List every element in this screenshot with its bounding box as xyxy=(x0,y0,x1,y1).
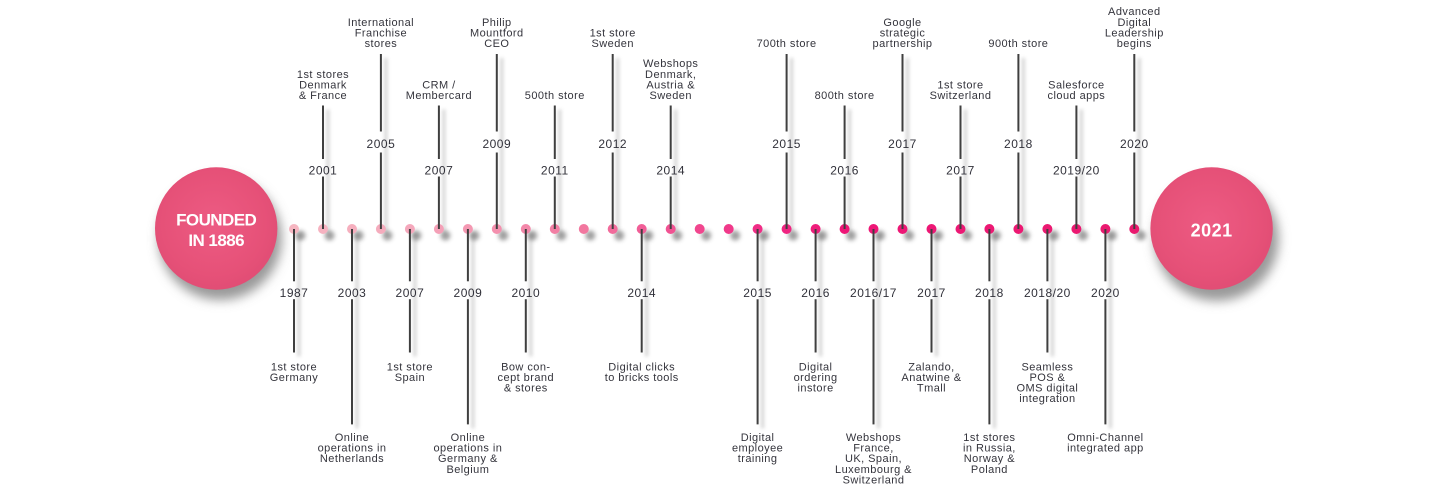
svg-text:2014: 2014 xyxy=(656,163,685,177)
svg-text:Bow con-cept brand& stores: Bow con-cept brand& stores xyxy=(498,361,554,394)
svg-text:700th store: 700th store xyxy=(757,38,817,50)
svg-text:800th store: 800th store xyxy=(815,90,875,102)
svg-text:FOUNDED: FOUNDED xyxy=(176,211,256,230)
svg-text:2016/17: 2016/17 xyxy=(850,286,897,300)
svg-text:2019/20: 2019/20 xyxy=(1053,163,1100,177)
svg-text:2005: 2005 xyxy=(367,137,396,151)
svg-text:Zalando,Anatwine &Tmall: Zalando,Anatwine &Tmall xyxy=(901,361,961,394)
svg-text:2015: 2015 xyxy=(772,137,801,151)
svg-text:2020: 2020 xyxy=(1091,286,1120,300)
svg-text:2001: 2001 xyxy=(309,163,338,177)
svg-text:2009: 2009 xyxy=(482,137,511,151)
svg-text:IN 1886: IN 1886 xyxy=(188,231,244,250)
svg-text:2007: 2007 xyxy=(425,163,454,177)
svg-text:2016: 2016 xyxy=(801,286,830,300)
svg-text:2012: 2012 xyxy=(598,137,627,151)
svg-text:2021: 2021 xyxy=(1191,220,1233,240)
svg-text:900th store: 900th store xyxy=(988,38,1048,50)
svg-text:2017: 2017 xyxy=(917,286,946,300)
svg-text:2011: 2011 xyxy=(541,163,569,177)
svg-text:2009: 2009 xyxy=(454,286,483,300)
svg-text:2007: 2007 xyxy=(396,286,425,300)
svg-text:500th store: 500th store xyxy=(525,90,585,102)
svg-text:2016: 2016 xyxy=(830,163,859,177)
svg-text:CRM /Membercard: CRM /Membercard xyxy=(406,79,472,102)
svg-text:2003: 2003 xyxy=(338,286,367,300)
svg-text:2018: 2018 xyxy=(1004,137,1033,151)
svg-text:2018: 2018 xyxy=(975,286,1004,300)
svg-text:2020: 2020 xyxy=(1120,137,1149,151)
svg-text:2015: 2015 xyxy=(743,286,772,300)
svg-text:2018/20: 2018/20 xyxy=(1024,286,1071,300)
svg-text:2017: 2017 xyxy=(946,163,975,177)
svg-text:2017: 2017 xyxy=(888,137,917,151)
svg-text:2014: 2014 xyxy=(627,286,656,300)
svg-text:2010: 2010 xyxy=(511,286,540,300)
svg-text:1987: 1987 xyxy=(280,286,309,300)
